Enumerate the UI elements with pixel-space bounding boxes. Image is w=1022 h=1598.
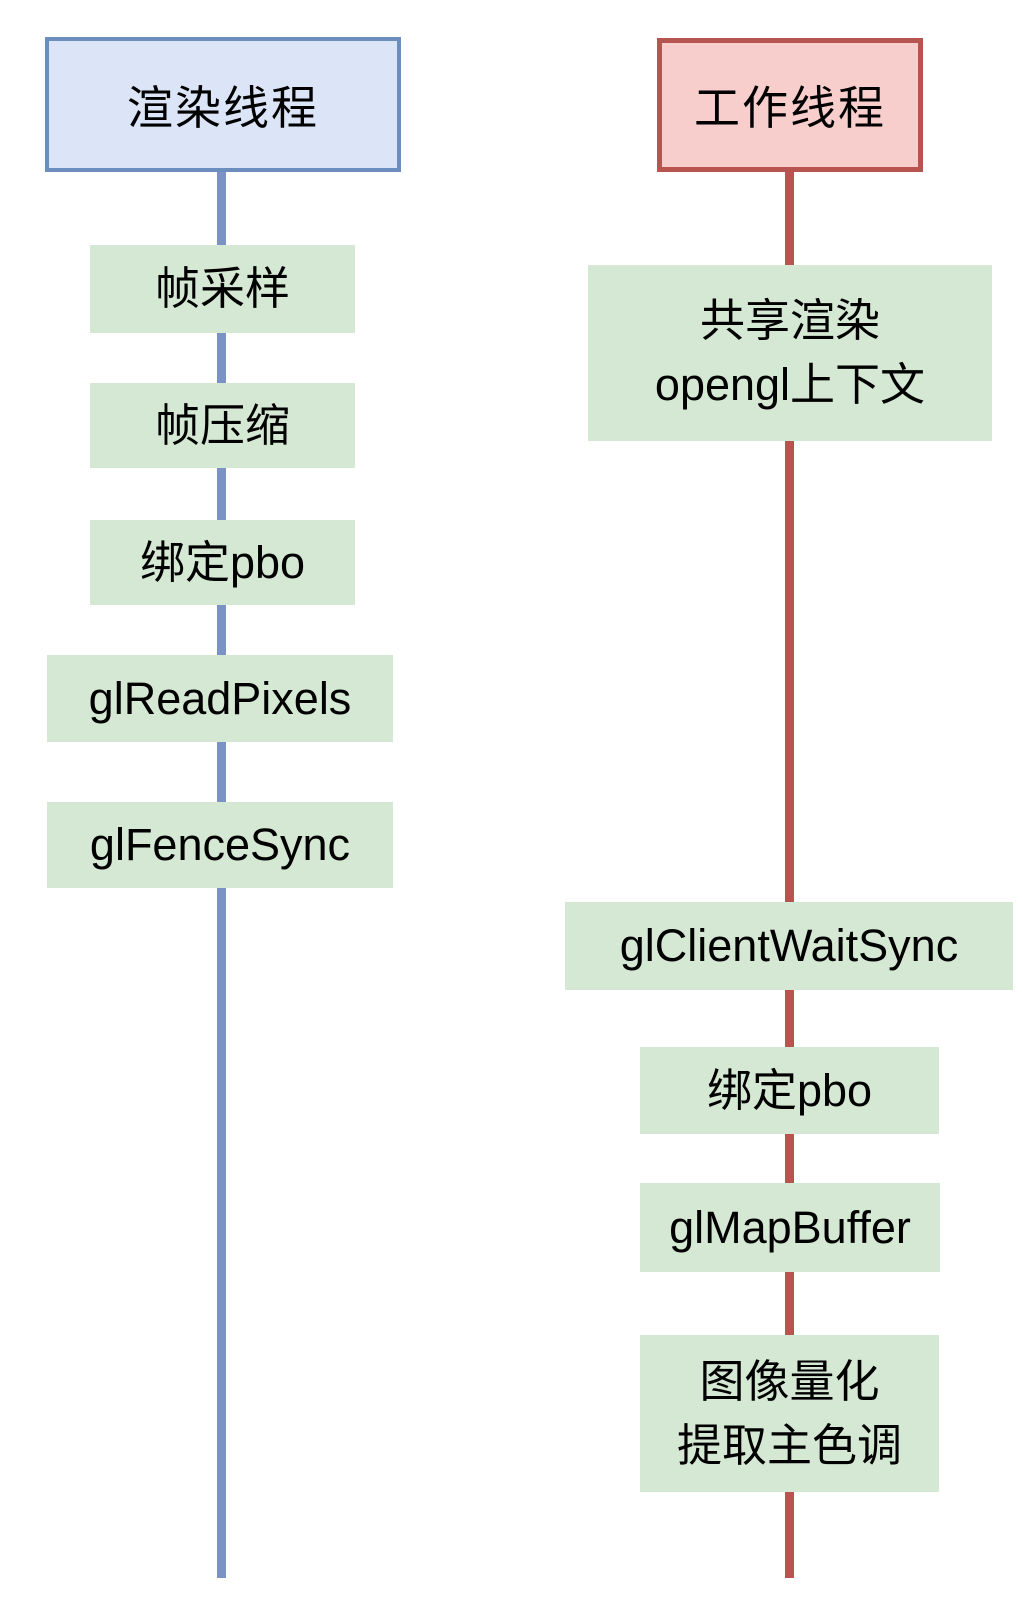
render-thread-header: 渲染线程	[45, 37, 401, 172]
step-image-quantize-dominant-color: 图像量化 提取主色调	[640, 1335, 939, 1492]
step-label-line1: 图像量化	[699, 1355, 880, 1407]
step-frame-compression: 帧压缩	[90, 383, 355, 468]
step-label: glReadPixels	[88, 672, 352, 724]
worker-thread-title: 工作线程	[694, 82, 886, 134]
step-label-line1: 共享渲染	[699, 295, 880, 346]
step-bind-pbo-worker: 绑定pbo	[640, 1047, 939, 1134]
worker-thread-lifeline	[785, 172, 794, 1578]
step-label: glFenceSync	[89, 819, 351, 870]
step-label: 绑定pbo	[706, 1064, 873, 1116]
step-glreadpixels: glReadPixels	[47, 655, 393, 742]
step-label: 绑定pbo	[139, 536, 306, 588]
render-thread-title: 渲染线程	[127, 81, 319, 134]
worker-thread-header: 工作线程	[657, 38, 923, 172]
step-share-opengl-context: 共享渲染 opengl上下文	[588, 265, 992, 441]
step-bind-pbo-render: 绑定pbo	[90, 520, 355, 605]
step-glmapbuffer: glMapBuffer	[640, 1183, 940, 1272]
step-label: glClientWaitSync	[619, 920, 959, 971]
step-glfencesync: glFenceSync	[47, 802, 393, 888]
step-label-line2: 提取主色调	[676, 1419, 902, 1471]
step-label: 帧采样	[154, 263, 290, 314]
step-label: glMapBuffer	[669, 1201, 911, 1253]
step-glclientwaitsync: glClientWaitSync	[565, 902, 1013, 990]
step-frame-sampling: 帧采样	[90, 245, 355, 333]
step-label-line2: opengl上下文	[654, 359, 926, 410]
step-label: 帧压缩	[154, 399, 290, 451]
